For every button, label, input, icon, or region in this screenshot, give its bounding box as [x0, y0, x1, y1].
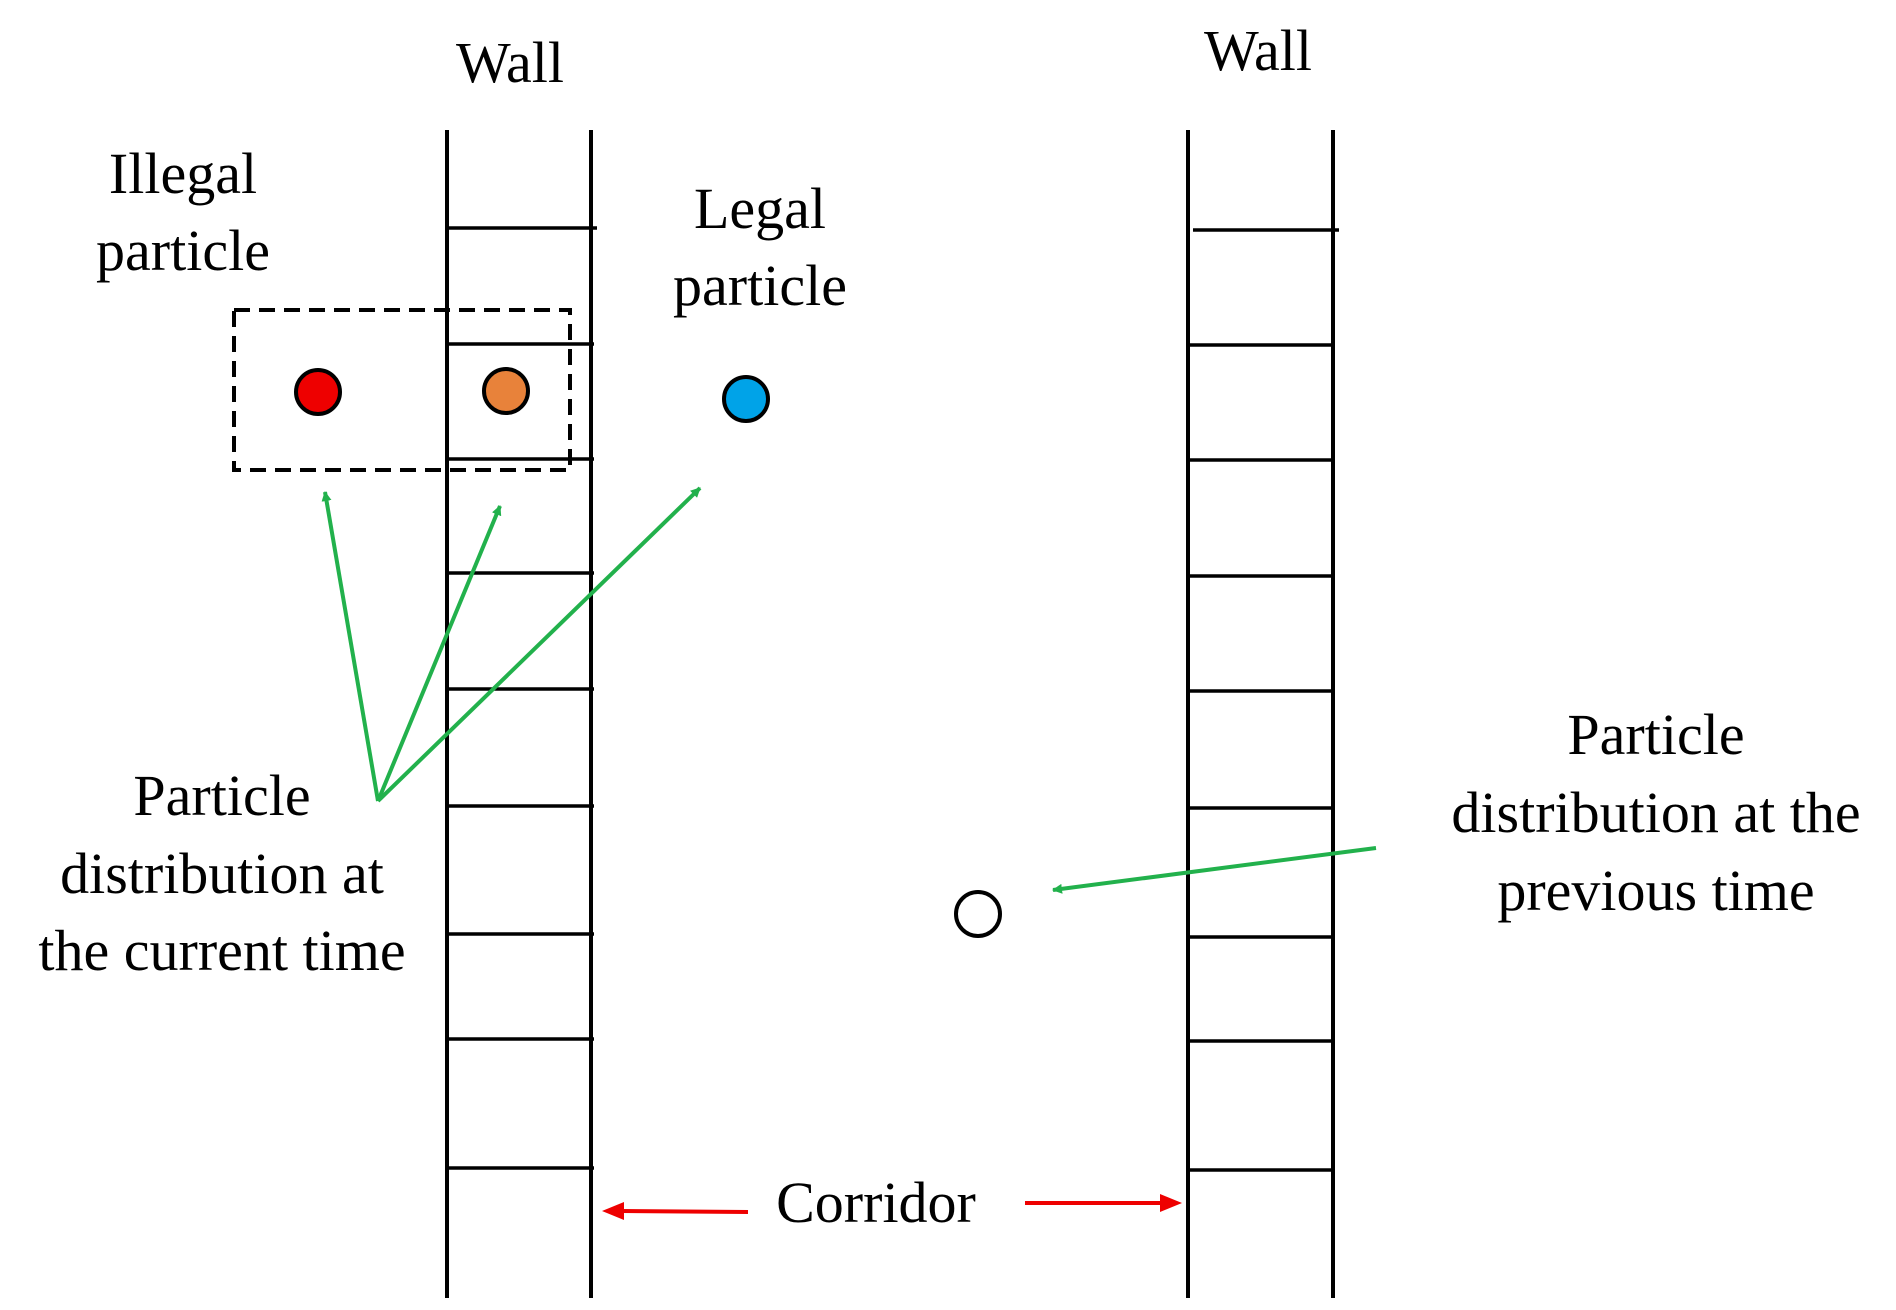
- corridor-label: Corridor: [776, 1170, 976, 1235]
- legal-particle-blue: [722, 375, 770, 423]
- wall-left-label: Wall: [456, 30, 564, 95]
- wall-right-label: Wall: [1204, 18, 1312, 83]
- corridor-arrows: [602, 1194, 1182, 1220]
- current-distribution-label-line2: distribution at: [60, 841, 384, 906]
- legal-particle-label-line2: particle: [673, 253, 847, 318]
- previous-time-arrow-icon: [1052, 846, 1377, 894]
- corridor-arrowhead-right-icon: [1160, 1194, 1182, 1212]
- right-wall-rungs: [1188, 228, 1339, 1172]
- previous-distribution-label-line2: distribution at the: [1451, 780, 1860, 845]
- legal-particle-label-line1: Legal: [694, 176, 826, 241]
- illegal-particle-label-line2: particle: [96, 218, 270, 283]
- arrow-icon: [376, 486, 702, 803]
- current-distribution-label-line1: Particle: [133, 763, 310, 828]
- illegal-particle-red: [294, 368, 342, 416]
- previous-particle-white: [954, 890, 1002, 938]
- current-distribution-label-line3: the current time: [38, 918, 405, 983]
- corridor-arrow-left-icon: [621, 1209, 749, 1214]
- current-time-arrows: [321, 486, 702, 803]
- illegal-region-dashed-box: [232, 308, 572, 472]
- arrow-icon: [376, 505, 502, 802]
- left-wall-rungs: [447, 226, 597, 1170]
- right-wall: [1186, 130, 1339, 1298]
- previous-distribution-label-line1: Particle: [1567, 702, 1744, 767]
- corridor-arrowhead-left-icon: [602, 1202, 624, 1220]
- illegal-particle-label-line1: Illegal: [109, 141, 257, 206]
- illegal-particle-orange: [482, 367, 530, 415]
- previous-distribution-label-line3: previous time: [1497, 858, 1814, 923]
- arrow-icon: [321, 491, 380, 802]
